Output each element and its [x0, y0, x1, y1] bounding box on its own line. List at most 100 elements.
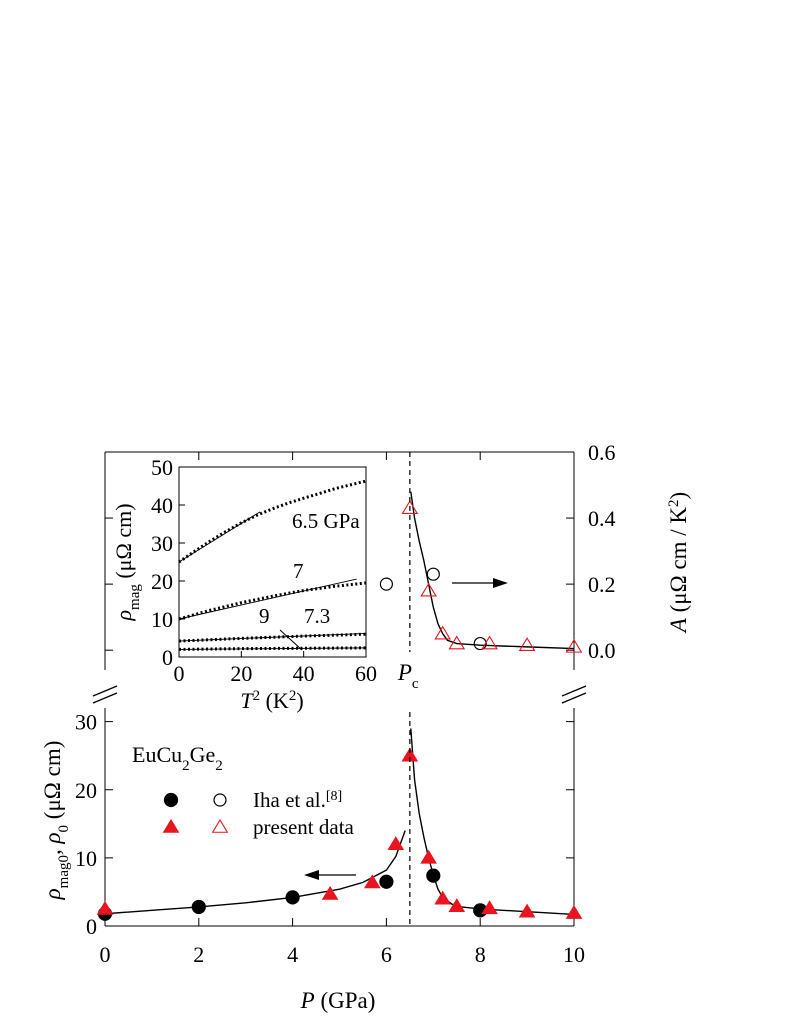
compound-part-1: EuCu: [132, 742, 182, 767]
top-series1-point-3: [448, 635, 466, 650]
bottom-x-axis-label-unit: (GPa): [315, 988, 376, 1013]
bottom-y-axis-label: ρmag0, ρ0 (μΩ cm): [40, 741, 72, 901]
compound-sub-1: 2: [182, 758, 190, 774]
inset-label9-pointer: [279, 629, 303, 651]
inset-fit-3: [178, 647, 367, 650]
axis-break-mark-a-left: [92, 685, 118, 697]
inset-y-axis-label: ρmag (μΩ cm): [111, 503, 143, 621]
legend-1-label: present data: [253, 815, 355, 839]
top-series1-point-5: [518, 637, 536, 652]
legend-1-filled-marker: [162, 818, 180, 833]
inset-ytick-label-3: 30: [151, 531, 173, 556]
bottom-y-axis-label-sub2: 0: [56, 825, 72, 833]
bottom-series1-point-6: [434, 890, 452, 905]
bottom-xtick-label-5: 10: [563, 942, 585, 967]
bottom-series1-point-8: [481, 900, 498, 915]
bottom-xtick-label-4: 8: [475, 942, 486, 967]
inset-fit-0: [178, 511, 261, 563]
compound-sub-2: 2: [215, 758, 223, 774]
inset-series-0: [178, 479, 367, 564]
top-series0-point-0: [379, 577, 393, 591]
axis-break-mark-b-right: [561, 692, 587, 704]
top-y-axis-label-close: ): [666, 492, 691, 500]
bottom-ytick-label-1: 10: [75, 846, 97, 871]
inset-fit-1: [178, 578, 357, 620]
top-fit-curve: [410, 491, 575, 650]
inset-xtick-label-0: 0: [174, 661, 185, 686]
inset-series-1: [178, 581, 367, 621]
inset-x-axis-label-close: ): [296, 688, 303, 713]
inset-x-axis-label: T2 (K2): [240, 688, 303, 713]
top-y-axis-label-unit: (μΩ cm / K: [666, 507, 691, 619]
bottom-series1-point-10: [565, 904, 583, 919]
bottom-xtick-label-0: 0: [100, 942, 111, 967]
bottom-fit-right: [410, 728, 575, 916]
top-series0-point-1: [426, 567, 440, 581]
bottom-ytick-label-3: 30: [75, 710, 97, 735]
inset-x-axis-label-unit: (K: [260, 688, 289, 713]
bottom-series1-point-1: [321, 885, 339, 900]
inset-series-label-1: 7: [293, 559, 304, 583]
top-y-axis-label-sup: 2: [666, 499, 682, 507]
top-y-axis-label: A (μΩ cm / K2): [666, 492, 691, 634]
top-series0-point-2: [473, 636, 487, 651]
top-y-axis-label-main: A: [666, 617, 691, 634]
bottom-series1-point-3: [387, 836, 405, 851]
axis-break-mark-b-left: [92, 692, 118, 704]
top-ytick-label-2: 0.4: [588, 506, 616, 531]
axis-break-gap-right: [562, 686, 586, 702]
top-ytick-label-1: 0.2: [588, 572, 616, 597]
inset-ytick-label-0: 0: [162, 645, 173, 670]
legend-0-label-text: Iha et al.: [253, 788, 326, 812]
bottom-y-axis-label-main: ρ: [40, 888, 65, 900]
legend-0-label-sup: [8]: [326, 789, 342, 804]
bottom-series0-point-1: [191, 899, 206, 915]
inset-y-axis-label-unit: (μΩ cm): [111, 503, 136, 584]
bottom-y-axis-label-mid: , ρ: [40, 832, 65, 855]
bottom-xtick-label-1: 2: [193, 942, 204, 967]
bottom-series1-point-9: [518, 903, 536, 918]
bottom-x-axis-label: P (GPa): [300, 988, 376, 1013]
bottom-x-axis-label-main: P: [300, 988, 315, 1013]
inset-ytick-label-5: 50: [151, 455, 173, 480]
inset-series-label-2: 7.3: [304, 604, 330, 628]
legend-1-label-text: present data: [253, 815, 355, 839]
bottom-xtick-label-2: 4: [287, 942, 298, 967]
inset-xtick-label-3: 60: [355, 661, 377, 686]
axis-break-mark-a-right: [561, 685, 587, 697]
legend-1-open-marker: [211, 818, 229, 833]
inset-series-label-0: 6.5 GPa: [292, 509, 360, 533]
inset-y-axis-label-sub: mag: [127, 584, 143, 610]
bottom-arrow-head: [304, 870, 319, 880]
bottom-series1-point-0: [96, 900, 114, 915]
axis-break-gap-left: [93, 686, 117, 702]
bottom-fit-left: [104, 830, 406, 915]
top-panel: 0.00.20.40.6: [104, 440, 616, 670]
inset-ytick-label-2: 20: [151, 569, 173, 594]
inset-ytick-label-4: 40: [151, 493, 173, 518]
legend-0-label: Iha et al.[8]: [253, 788, 342, 812]
bottom-ytick-label-2: 20: [75, 778, 97, 803]
legend-0-open-marker: [213, 793, 227, 807]
pc-label: Pc: [397, 660, 419, 692]
top-series1-point-0: [401, 500, 419, 514]
compound-label: EuCu2Ge2: [132, 742, 223, 774]
inset-x-axis-label-sup2: 2: [289, 688, 297, 704]
inset-y-axis-label-main: ρ: [111, 610, 136, 622]
bottom-y-axis-label-unit: (μΩ cm): [40, 741, 65, 825]
inset-x-axis-label-main: T: [240, 688, 254, 713]
top-series1-point-2: [434, 625, 452, 640]
top-series1-point-1: [420, 582, 437, 597]
inset-ytick-label-1: 10: [151, 607, 173, 632]
inset-frame: [178, 466, 367, 658]
top-series1-point-6: [565, 638, 583, 653]
top-series1-point-4: [481, 635, 498, 650]
bottom-series0-point-3: [379, 874, 394, 889]
inset-series-label-3: 9: [259, 604, 270, 628]
inset-x-axis-label-sup: 2: [253, 688, 261, 704]
inset-xtick-label-2: 40: [293, 661, 315, 686]
bottom-series1-point-7: [448, 898, 466, 913]
